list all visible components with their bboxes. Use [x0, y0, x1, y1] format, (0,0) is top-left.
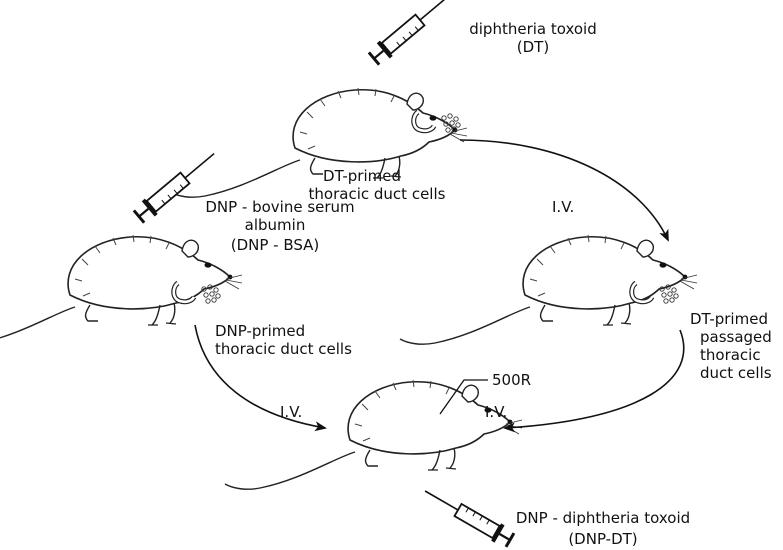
arrow-right-to-bottom — [505, 330, 684, 428]
dt-agent-label: diphtheria toxoid — [448, 20, 618, 38]
iv-label-bottom-right: I.V. — [485, 403, 507, 421]
bsa-agent-label: DNP - bovine serum — [195, 198, 365, 216]
passaged-label-3: thoracic — [700, 346, 761, 364]
iv-label-right: I.V. — [552, 198, 574, 216]
passaged-label-4: duct cells — [700, 364, 772, 382]
bsa-abbrev-label: (DNP - BSA) — [205, 236, 345, 254]
rat-passage-recipient — [400, 235, 697, 344]
arrow-top-to-right — [460, 140, 668, 240]
dt-abbrev-label: (DT) — [448, 38, 618, 56]
radiation-dose-label: 500R — [492, 371, 531, 389]
rat-final-recipient — [225, 380, 522, 489]
bsa-agent-label-2: albumin — [225, 216, 325, 234]
dnp-primed-cells-label: thoracic duct cells — [215, 340, 352, 358]
passaged-label-2: passaged — [700, 328, 772, 346]
dnp-primed-label: DNP-primed — [215, 322, 305, 340]
dnp-dt-agent-label: DNP - diphtheria toxoid — [488, 509, 718, 527]
syringe-dt — [368, 0, 456, 66]
passaged-label-1: DT-primed — [690, 310, 768, 328]
dt-primed-label: DT-primed — [312, 167, 412, 185]
iv-label-left: I.V. — [280, 403, 302, 421]
dnp-dt-abbrev-label: (DNP-DT) — [538, 530, 668, 548]
